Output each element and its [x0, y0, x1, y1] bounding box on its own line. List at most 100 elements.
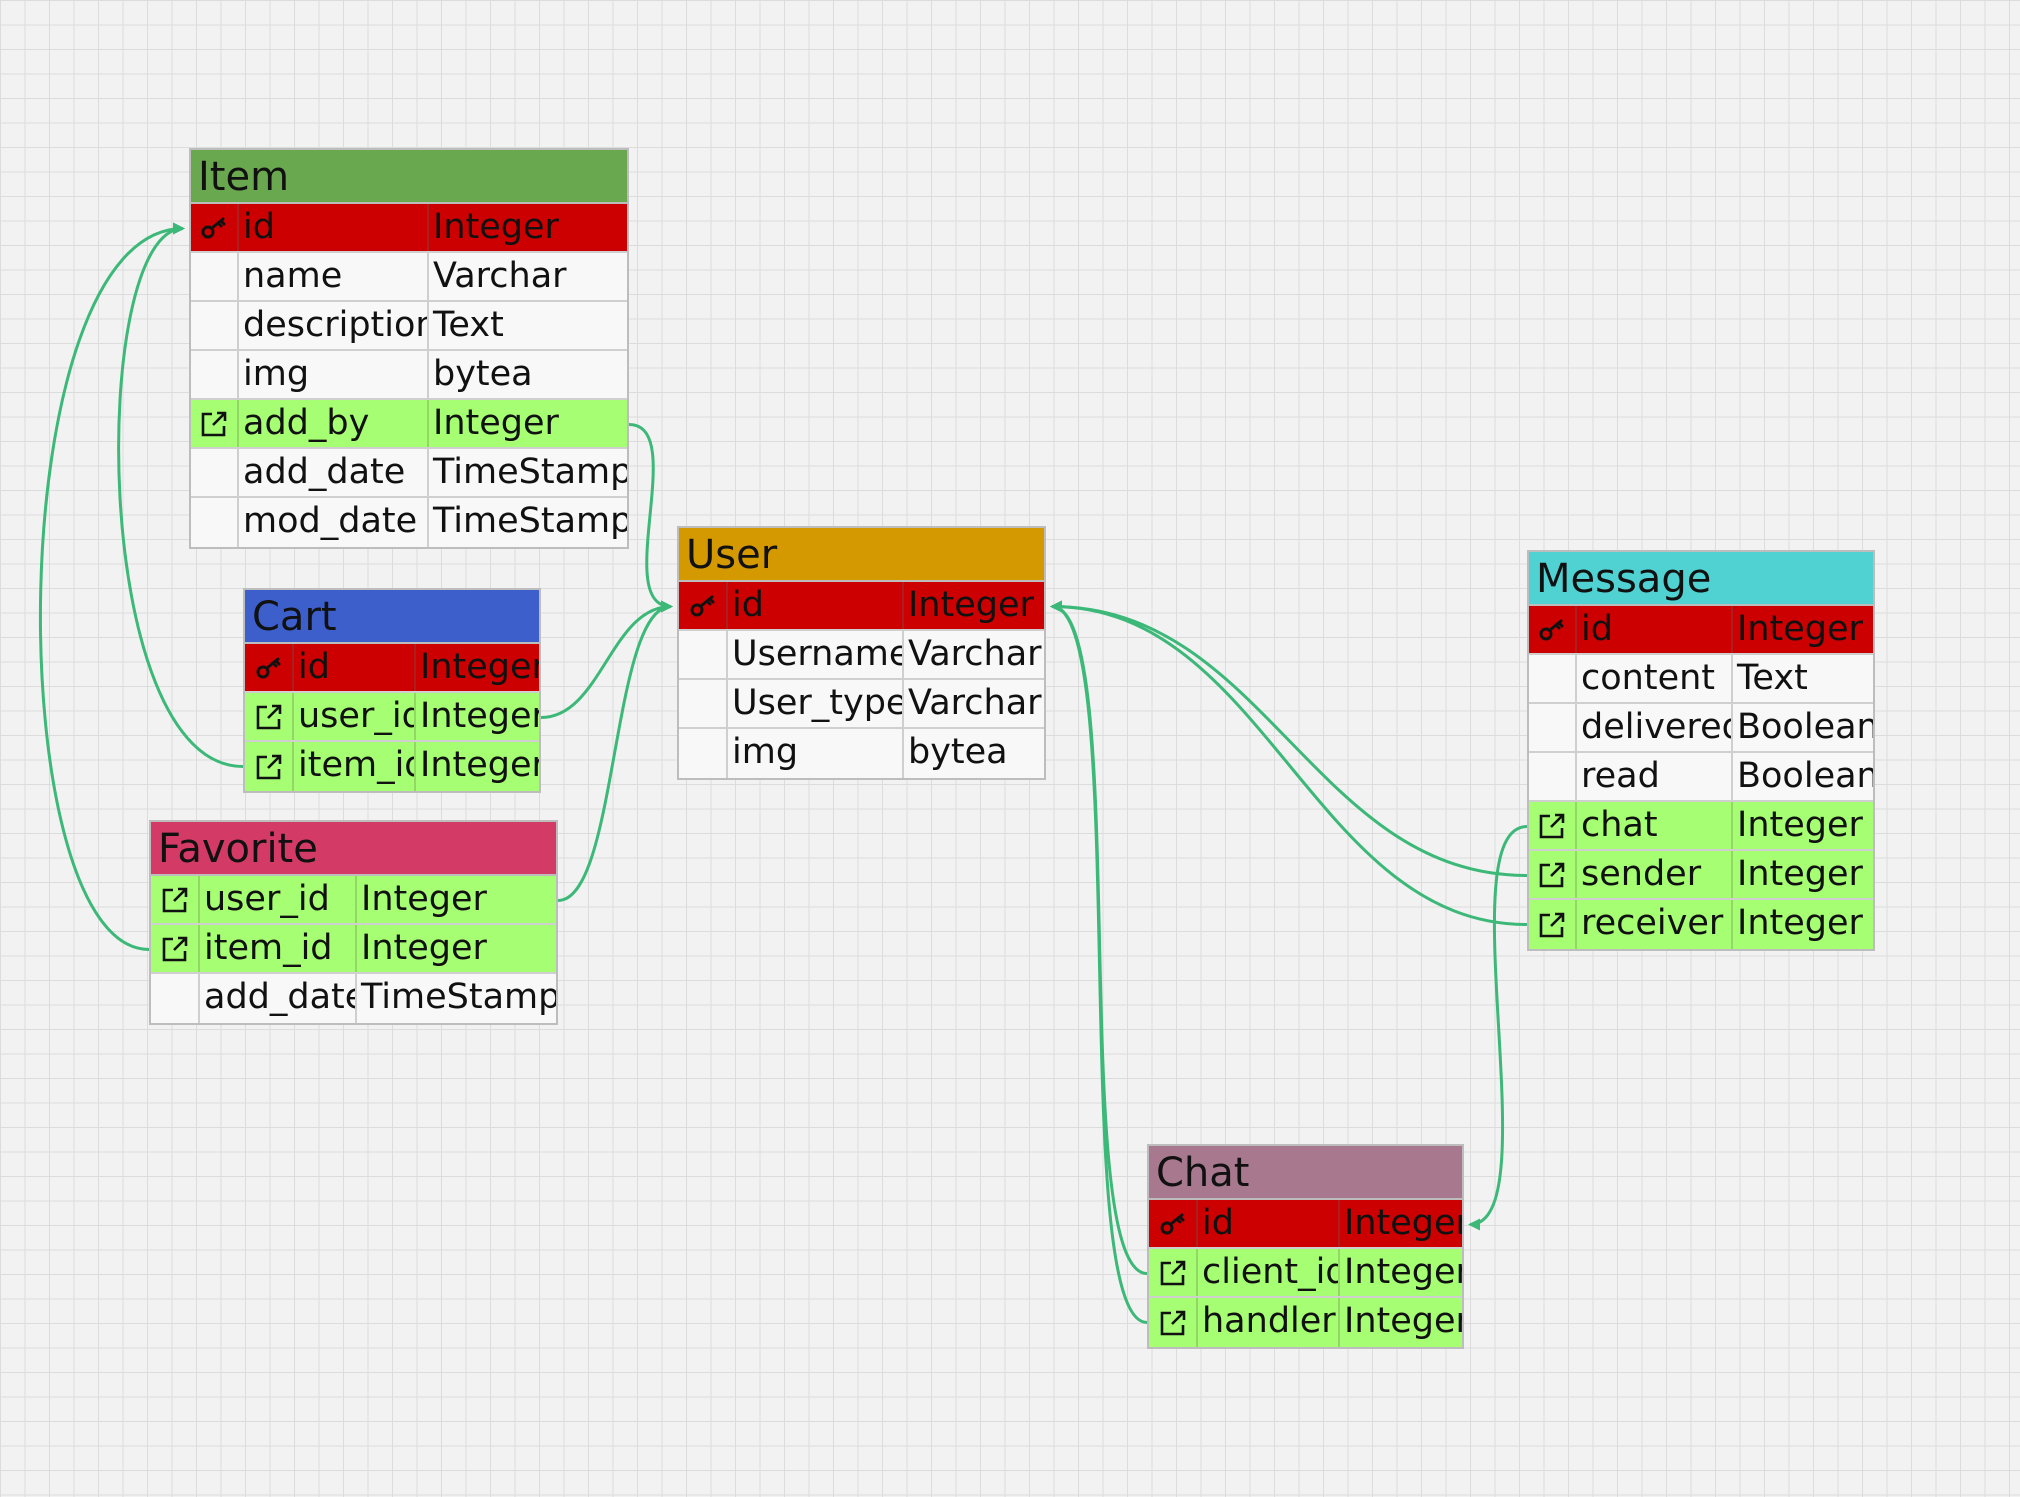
key-icon [191, 204, 239, 251]
empty-icon-cell [191, 498, 239, 547]
relation-line[interactable] [557, 600, 673, 902]
foreign-link-icon [1529, 802, 1577, 849]
empty-icon-cell [151, 974, 200, 1023]
field-type: Integer [361, 879, 487, 919]
field-type: TimeStamp [361, 977, 556, 1017]
foreign-link-icon [1529, 900, 1577, 949]
empty-icon-cell [679, 680, 728, 727]
empty-icon-cell [191, 302, 239, 349]
field-type: Integer [420, 745, 539, 785]
field-name: description [239, 302, 429, 349]
foreign-link-icon [151, 876, 200, 923]
relation-line[interactable] [628, 423, 673, 613]
table-title[interactable]: Message [1529, 552, 1873, 606]
foreign-link-icon [151, 925, 200, 972]
field-name: content [1577, 655, 1733, 702]
field-name: img [728, 729, 904, 778]
foreign-link-icon [1149, 1249, 1198, 1296]
relation-line[interactable] [1468, 825, 1528, 1231]
key-icon [1149, 1200, 1198, 1247]
empty-icon-cell [1529, 655, 1577, 702]
field-type: Integer [1344, 1252, 1462, 1292]
field-name: receiver [1577, 900, 1733, 949]
key-icon [1529, 606, 1577, 653]
field-name: chat [1577, 802, 1733, 849]
empty-icon-cell [191, 449, 239, 496]
empty-icon-cell [191, 351, 239, 398]
field-type: Integer [1344, 1301, 1462, 1341]
field-name: img [239, 351, 429, 398]
empty-icon-cell [191, 253, 239, 300]
table-title[interactable]: User [679, 528, 1044, 582]
field-name: mod_date [239, 498, 429, 547]
field-name: add_date [200, 974, 357, 1023]
relation-line[interactable] [540, 600, 673, 719]
relation-line[interactable] [1050, 600, 1528, 877]
relation-line[interactable] [1050, 600, 1148, 1275]
table-title[interactable]: Cart [245, 590, 539, 644]
relation-line[interactable] [1050, 600, 1528, 926]
field-type: Varchar [908, 683, 1042, 723]
empty-icon-cell [1529, 704, 1577, 751]
foreign-link-icon [1529, 851, 1577, 898]
field-name: user_id [200, 876, 357, 923]
foreign-link-icon [245, 693, 294, 740]
field-name: id [239, 204, 429, 251]
field-type: Integer [1737, 903, 1863, 943]
field-name: delivered [1577, 704, 1733, 751]
table-title[interactable]: Item [191, 150, 627, 204]
field-type: Boolean [1737, 707, 1873, 747]
field-type: Varchar [433, 256, 567, 296]
field-type: Boolean [1737, 756, 1873, 796]
relation-line[interactable] [1050, 600, 1148, 1324]
field-name: add_date [239, 449, 429, 496]
table-title[interactable]: Favorite [151, 822, 556, 876]
field-name: client_id [1198, 1249, 1340, 1296]
field-type: Text [1737, 658, 1808, 698]
empty-icon-cell [679, 631, 728, 678]
field-name: id [728, 582, 904, 629]
field-type: TimeStamp [433, 501, 627, 541]
field-type: Integer [361, 928, 487, 968]
field-name: name [239, 253, 429, 300]
empty-icon-cell [679, 729, 728, 778]
table-title[interactable]: Chat [1149, 1146, 1462, 1200]
field-type: Integer [1737, 609, 1863, 649]
field-name: handler [1198, 1298, 1340, 1347]
field-type: bytea [908, 732, 1008, 772]
